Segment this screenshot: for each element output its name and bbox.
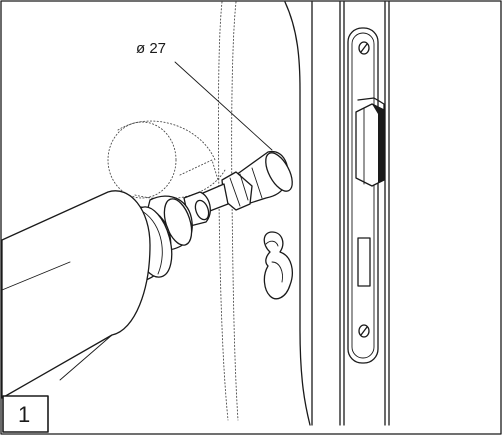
faceplate-outline xyxy=(347,27,379,364)
hole-saw xyxy=(183,150,293,227)
lock-faceplate xyxy=(347,27,385,364)
dimension-leader-line xyxy=(174,61,273,151)
keyhole-icon xyxy=(263,231,293,300)
faceplate-top-screw-icon xyxy=(358,41,370,55)
drill-main-body xyxy=(1,190,151,399)
step-number-box: 1 xyxy=(2,395,49,433)
door-leaf-dotted-edge xyxy=(217,1,229,421)
drill-body-contour xyxy=(1,261,71,291)
door-leaf-outline xyxy=(284,1,311,426)
faceplate-inner xyxy=(351,32,375,359)
dimension-label: ø 27 xyxy=(136,40,166,57)
latch-bolt xyxy=(355,97,385,187)
hole-saw-rim xyxy=(265,152,293,192)
deadbolt-slot xyxy=(357,237,371,287)
step-number: 1 xyxy=(18,402,30,427)
power-drill xyxy=(1,190,193,399)
handle-ghost-dotted xyxy=(107,120,226,200)
door-leaf-dotted-edge-inner xyxy=(231,1,239,421)
drill-body-lower-contour xyxy=(59,334,113,381)
faceplate-bottom-screw-icon xyxy=(358,324,370,338)
